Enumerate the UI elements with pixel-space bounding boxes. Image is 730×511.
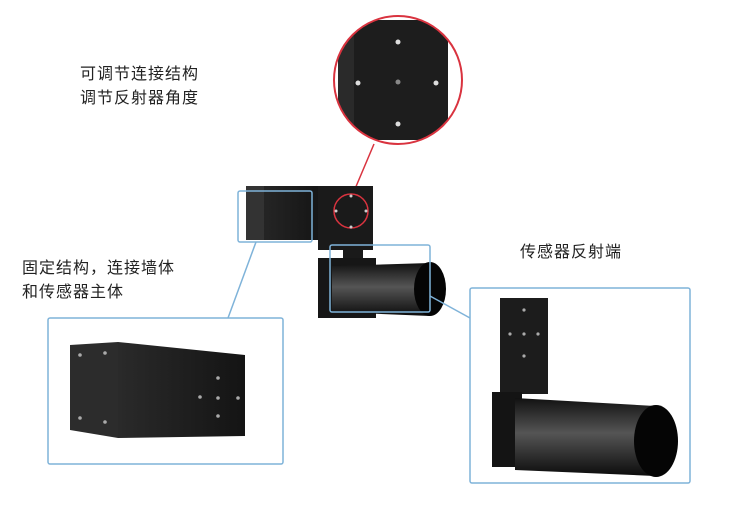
adjustable-structure-label: 可调节连接结构 调节反射器角度: [80, 62, 199, 110]
reflector-end-label: 传感器反射端: [520, 240, 622, 264]
reflector-leader-line: [429, 295, 471, 319]
label-line: 和传感器主体: [22, 282, 125, 301]
label-line: 传感器反射端: [520, 242, 623, 261]
fixed-highlight-box: [237, 190, 313, 243]
fixed-structure-label: 固定结构，连接墙体 和传感器主体: [22, 256, 175, 304]
label-line: 调节反射器角度: [80, 88, 200, 107]
product-main: [246, 186, 446, 318]
fixed-leader-line: [227, 241, 257, 319]
fixed-structure-detail: [47, 317, 284, 465]
reflector-highlight-box: [329, 244, 431, 313]
detail-zoom-circle: [333, 15, 463, 145]
label-line: 固定结构，连接墙体: [22, 258, 176, 277]
label-line: 可调节连接结构: [80, 64, 200, 83]
reflector-end-detail: [469, 287, 691, 484]
